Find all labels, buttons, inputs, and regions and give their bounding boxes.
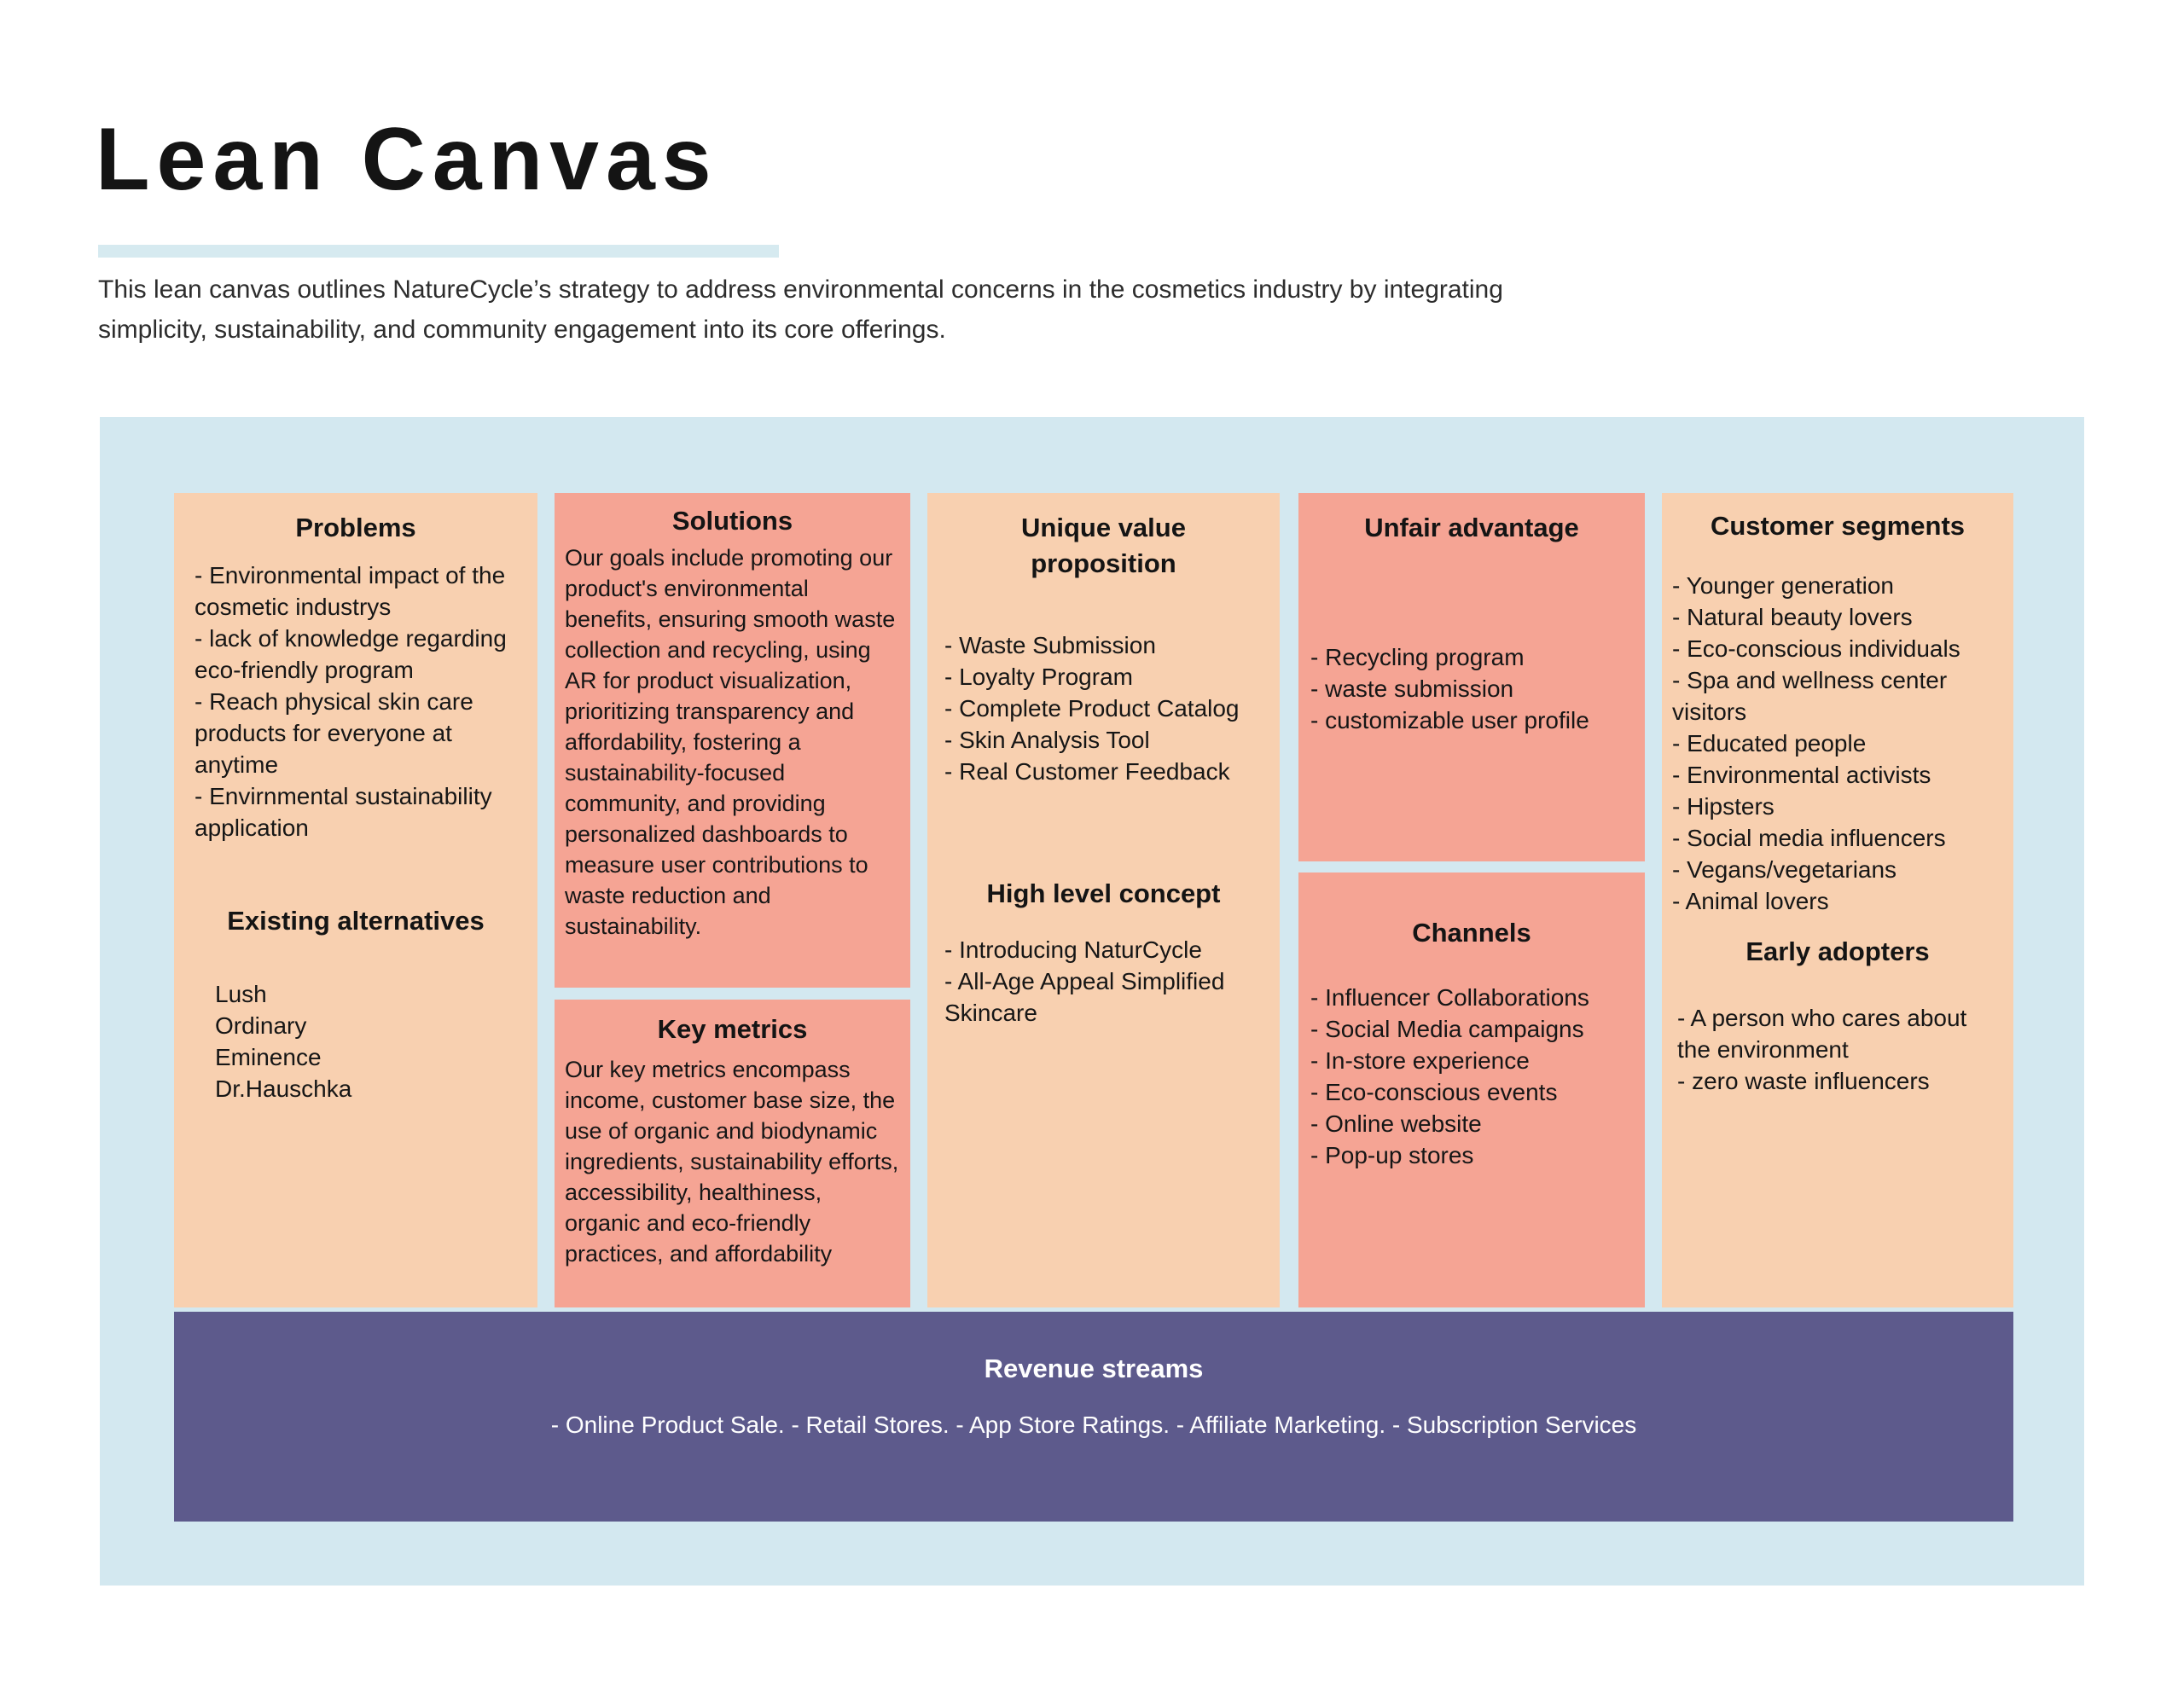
channels-list: - Influencer Collaborations - Social Medi…	[1310, 982, 1633, 1171]
high-level-concept-item: - Introducing NaturCycle	[944, 936, 1202, 963]
customer-segments-item: - Environmental activists	[1672, 762, 1931, 788]
unique-value-proposition-item: - Loyalty Program	[944, 664, 1133, 690]
customer-segments-list: - Younger generation - Natural beauty lov…	[1672, 570, 2003, 917]
high-level-concept-list: - Introducing NaturCycle - All-Age Appeal…	[941, 934, 1266, 1029]
customer-segments-item: - Eco-conscious individuals	[1672, 635, 1960, 662]
title-underline	[98, 245, 779, 258]
key-metrics-title: Key metrics	[657, 1014, 808, 1044]
unfair-advantage-item: - customizable user profile	[1310, 707, 1589, 733]
key-metrics-box: Key metrics Our key metrics encompass in…	[555, 1000, 910, 1307]
existing-alternatives-item: Dr.Hauschka	[215, 1075, 352, 1102]
unfair-advantage-item: - Recycling program	[1310, 644, 1525, 670]
problems-list-item: - Environmental impact of the cosmetic i…	[195, 562, 506, 620]
solutions-box: Solutions Our goals include promoting ou…	[555, 493, 910, 988]
early-adopters-list: - A person who cares about the environme…	[1672, 1002, 2003, 1097]
existing-alternatives-item: Eminence	[215, 1044, 322, 1070]
customer-segments-item: - Social media influencers	[1672, 825, 1946, 851]
existing-alternatives-title: Existing alternatives	[227, 906, 485, 936]
unfair-advantage-box: Unfair advantage - Recycling program - wa…	[1298, 493, 1645, 861]
unique-value-proposition-list: - Waste Submission - Loyalty Program - Com…	[941, 629, 1266, 787]
unfair-advantage-item: - waste submission	[1310, 675, 1514, 702]
early-adopters-item: - A person who cares about the environme…	[1677, 1005, 1967, 1063]
unfair-advantage-title: Unfair advantage	[1364, 513, 1579, 542]
problems-list-item: - lack of knowledge regarding eco-friend…	[195, 625, 507, 683]
customer-segments-item: - Natural beauty lovers	[1672, 604, 1913, 630]
revenue-streams-box: Revenue streams - Online Product Sale. -…	[174, 1312, 2013, 1522]
problems-list-item: - Envirnmental sustainability applicatio…	[195, 783, 492, 841]
lean-canvas-board: Problems - Environmental impact of the c…	[100, 417, 2084, 1586]
channels-item: - Online website	[1310, 1110, 1482, 1137]
high-level-concept-title: High level concept	[986, 878, 1221, 908]
unique-value-proposition-item: - Waste Submission	[944, 632, 1156, 658]
unique-value-proposition-item: - Skin Analysis Tool	[944, 727, 1150, 753]
channels-item: - In-store experience	[1310, 1047, 1530, 1074]
customer-segments-item: - Vegans/vegetarians	[1672, 856, 1897, 883]
problems-list: - Environmental impact of the cosmetic i…	[195, 559, 517, 844]
problems-box: Problems - Environmental impact of the c…	[174, 493, 537, 1307]
revenue-streams-body: - Online Product Sale. - Retail Stores. …	[550, 1412, 1637, 1438]
customer-segments-item: - Hipsters	[1672, 793, 1774, 820]
channels-item: - Eco-conscious events	[1310, 1079, 1558, 1105]
problems-list-item: - Reach physical skin care products for …	[195, 688, 473, 778]
existing-alternatives-item: Lush	[215, 981, 267, 1007]
unique-value-proposition-title: Unique value proposition	[1021, 513, 1186, 578]
unfair-advantage-list: - Recycling program - waste submission - c…	[1310, 641, 1633, 736]
unique-value-proposition-box: Unique value proposition - Waste Submiss…	[927, 493, 1280, 1307]
solutions-title: Solutions	[671, 506, 793, 536]
problems-title: Problems	[295, 513, 416, 542]
high-level-concept-item: - All-Age Appeal Simplified Skincare	[944, 968, 1225, 1026]
page-title: Lean Canvas	[96, 110, 718, 209]
customer-segments-item: - Educated people	[1672, 730, 1867, 757]
early-adopters-title: Early adopters	[1745, 936, 1930, 966]
customer-segments-item: - Animal lovers	[1672, 888, 1829, 914]
channels-item: - Influencer Collaborations	[1310, 984, 1589, 1011]
existing-alternatives-item: Ordinary	[215, 1012, 307, 1039]
customer-segments-box: Customer segments - Younger generation- …	[1662, 493, 2013, 1307]
unique-value-proposition-item: - Complete Product Catalog	[944, 695, 1240, 722]
channels-title: Channels	[1412, 918, 1531, 948]
channels-box: Channels - Influencer Collaborations - So…	[1298, 872, 1645, 1307]
unique-value-proposition-item: - Real Customer Feedback	[944, 758, 1230, 785]
key-metrics-body: Our key metrics encompass income, custom…	[565, 1057, 899, 1267]
customer-segments-item: - Spa and wellness center visitors	[1672, 667, 1948, 725]
revenue-streams-title: Revenue streams	[984, 1354, 1204, 1383]
channels-item: - Social Media campaigns	[1310, 1016, 1584, 1042]
solutions-body: Our goals include promoting our product'…	[565, 545, 896, 939]
customer-segments-title: Customer segments	[1710, 511, 1966, 541]
customer-segments-item: - Younger generation	[1672, 572, 1894, 599]
page-subtitle: This lean canvas outlines NatureCycle’s …	[98, 275, 1503, 344]
early-adopters-item: - zero waste influencers	[1677, 1068, 1930, 1094]
channels-item: - Pop-up stores	[1310, 1142, 1474, 1168]
